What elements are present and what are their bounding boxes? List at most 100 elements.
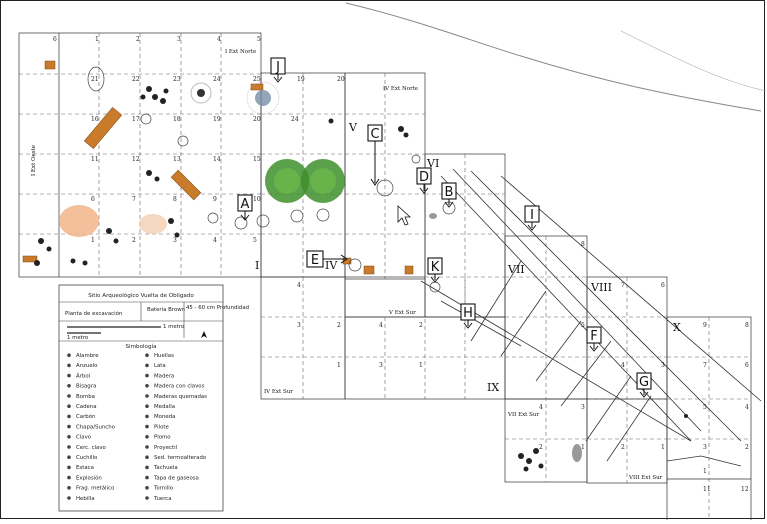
- svg-text:12: 12: [132, 156, 140, 163]
- legend-item-label: Frag. metálico: [76, 485, 114, 492]
- svg-text:24: 24: [213, 76, 221, 83]
- legend-item-label: Alambre: [76, 353, 99, 359]
- legend-panel: Sitio Arqueológico Vuelta de Obligado Pl…: [58, 284, 249, 512]
- legend-symbol-icon: [145, 496, 149, 500]
- marker-g[interactable]: G: [636, 372, 652, 398]
- sector-labels: I I Ext Norte I Ext Oeste IV IV Ext Nort…: [31, 49, 681, 481]
- svg-text:4: 4: [213, 237, 217, 244]
- svg-text:1: 1: [91, 237, 95, 244]
- legend-symbol-icon: [145, 424, 149, 429]
- legend-item-label: Bomba: [76, 394, 95, 400]
- svg-text:15: 15: [253, 156, 261, 163]
- svg-text:3: 3: [581, 404, 585, 411]
- legend-item-label: Carbón: [76, 413, 95, 420]
- legend-item-label: Plomo: [154, 435, 171, 441]
- marker-d[interactable]: D: [416, 167, 432, 194]
- charcoal-blobs: [190, 81, 582, 462]
- legend-item-label: Tapa de gaseosa: [153, 475, 199, 481]
- legend-battery-label: Batería Brown: [147, 306, 185, 313]
- svg-text:3: 3: [661, 362, 665, 369]
- svg-text:1: 1: [581, 444, 585, 451]
- svg-text:19: 19: [297, 76, 305, 83]
- svg-text:4: 4: [745, 404, 749, 411]
- legend-item-label: Clavo: [76, 435, 91, 441]
- legend-item-label: Pilote: [154, 424, 170, 430]
- svg-text:J: J: [275, 60, 280, 75]
- sector-label-iv: IV: [325, 259, 338, 272]
- svg-text:7: 7: [621, 282, 625, 289]
- svg-text:11: 11: [91, 156, 99, 163]
- sector-label-viii: VIII: [590, 281, 612, 294]
- svg-text:H: H: [463, 306, 473, 321]
- legend-item-label: Huellas: [154, 353, 174, 359]
- svg-text:18: 18: [173, 116, 181, 123]
- svg-text:5: 5: [581, 322, 585, 329]
- legend-symbol-icon: [145, 445, 149, 449]
- svg-text:5: 5: [253, 237, 257, 244]
- svg-text:3: 3: [297, 322, 301, 329]
- legend-item-label: Hebilla: [76, 496, 95, 502]
- legend-symbol-icon: [67, 455, 71, 460]
- marker-a[interactable]: A: [237, 194, 253, 221]
- legend-item-label: Tuerca: [153, 496, 172, 502]
- legend-item-label: Estaca: [76, 465, 94, 471]
- legend-symbol-icon: [67, 363, 71, 368]
- svg-text:5: 5: [257, 36, 261, 43]
- sector-ext-sur-blocks: [260, 276, 506, 400]
- riverbank-line-2: [620, 30, 767, 92]
- legend-symbol-icon: [145, 353, 149, 358]
- legend-symbol-icon: [67, 465, 71, 470]
- svg-text:4: 4: [539, 404, 543, 411]
- legend-item-label: Maderas quemadas: [154, 394, 207, 400]
- legend-symbol-icon: [145, 394, 149, 398]
- legend-item-label: Tornillo: [153, 486, 173, 492]
- legend-symbol-icon: [67, 496, 71, 500]
- legend-item-label: Cerc. clavo: [76, 445, 106, 451]
- sector-i-block: [18, 32, 262, 278]
- marker-h[interactable]: H: [460, 303, 476, 329]
- sector-v-block: [344, 72, 426, 280]
- svg-text:2: 2: [337, 322, 341, 329]
- legend-symbol-icon: [67, 353, 71, 358]
- legend-symbol-icon: [145, 384, 149, 388]
- svg-text:21: 21: [91, 76, 99, 83]
- svg-text:17: 17: [132, 116, 140, 123]
- marker-i[interactable]: I: [524, 205, 540, 231]
- svg-text:14: 14: [213, 156, 221, 163]
- legend-symbol-icon: [67, 404, 71, 409]
- svg-text:6: 6: [661, 282, 665, 289]
- legend-symbology-title: Simbología: [125, 343, 156, 350]
- marker-f[interactable]: F: [586, 326, 602, 352]
- legend-items-left: AlambreAnzueloÁrbolBisagraBombaCadenaCar…: [67, 353, 115, 502]
- sediment-patches: [59, 205, 167, 237]
- sector-label-v-ext-sur: V Ext Sur: [388, 310, 416, 316]
- svg-text:K: K: [431, 260, 440, 275]
- sector-label-vii: VII: [507, 263, 525, 276]
- legend-item-label: Moneda: [154, 414, 175, 420]
- marker-e[interactable]: E: [306, 250, 348, 268]
- legend-item-label: Proyectil: [154, 445, 177, 451]
- legend-symbol-icon: [67, 414, 71, 419]
- svg-text:1: 1: [703, 468, 707, 475]
- marker-j[interactable]: J: [270, 57, 286, 83]
- marker-c[interactable]: C: [367, 124, 383, 186]
- svg-text:2: 2: [419, 322, 423, 329]
- sector-label-i: I: [255, 259, 259, 272]
- marker-b[interactable]: B: [441, 182, 457, 208]
- legend-symbol-icon: [145, 475, 149, 480]
- svg-text:25: 25: [253, 76, 261, 83]
- riverbank-line: [345, 2, 762, 112]
- svg-text:8: 8: [745, 322, 749, 329]
- svg-text:G: G: [639, 375, 649, 390]
- marker-k[interactable]: K: [427, 257, 443, 283]
- svg-text:2: 2: [539, 444, 543, 451]
- svg-text:6: 6: [53, 36, 57, 43]
- legend-item-label: Sed. termoalterado: [154, 455, 206, 461]
- legend-symbol-icon: [67, 394, 71, 398]
- legend-symbol-icon: [67, 445, 71, 449]
- legend-symbol-icon: [145, 486, 149, 490]
- svg-text:10: 10: [253, 196, 261, 203]
